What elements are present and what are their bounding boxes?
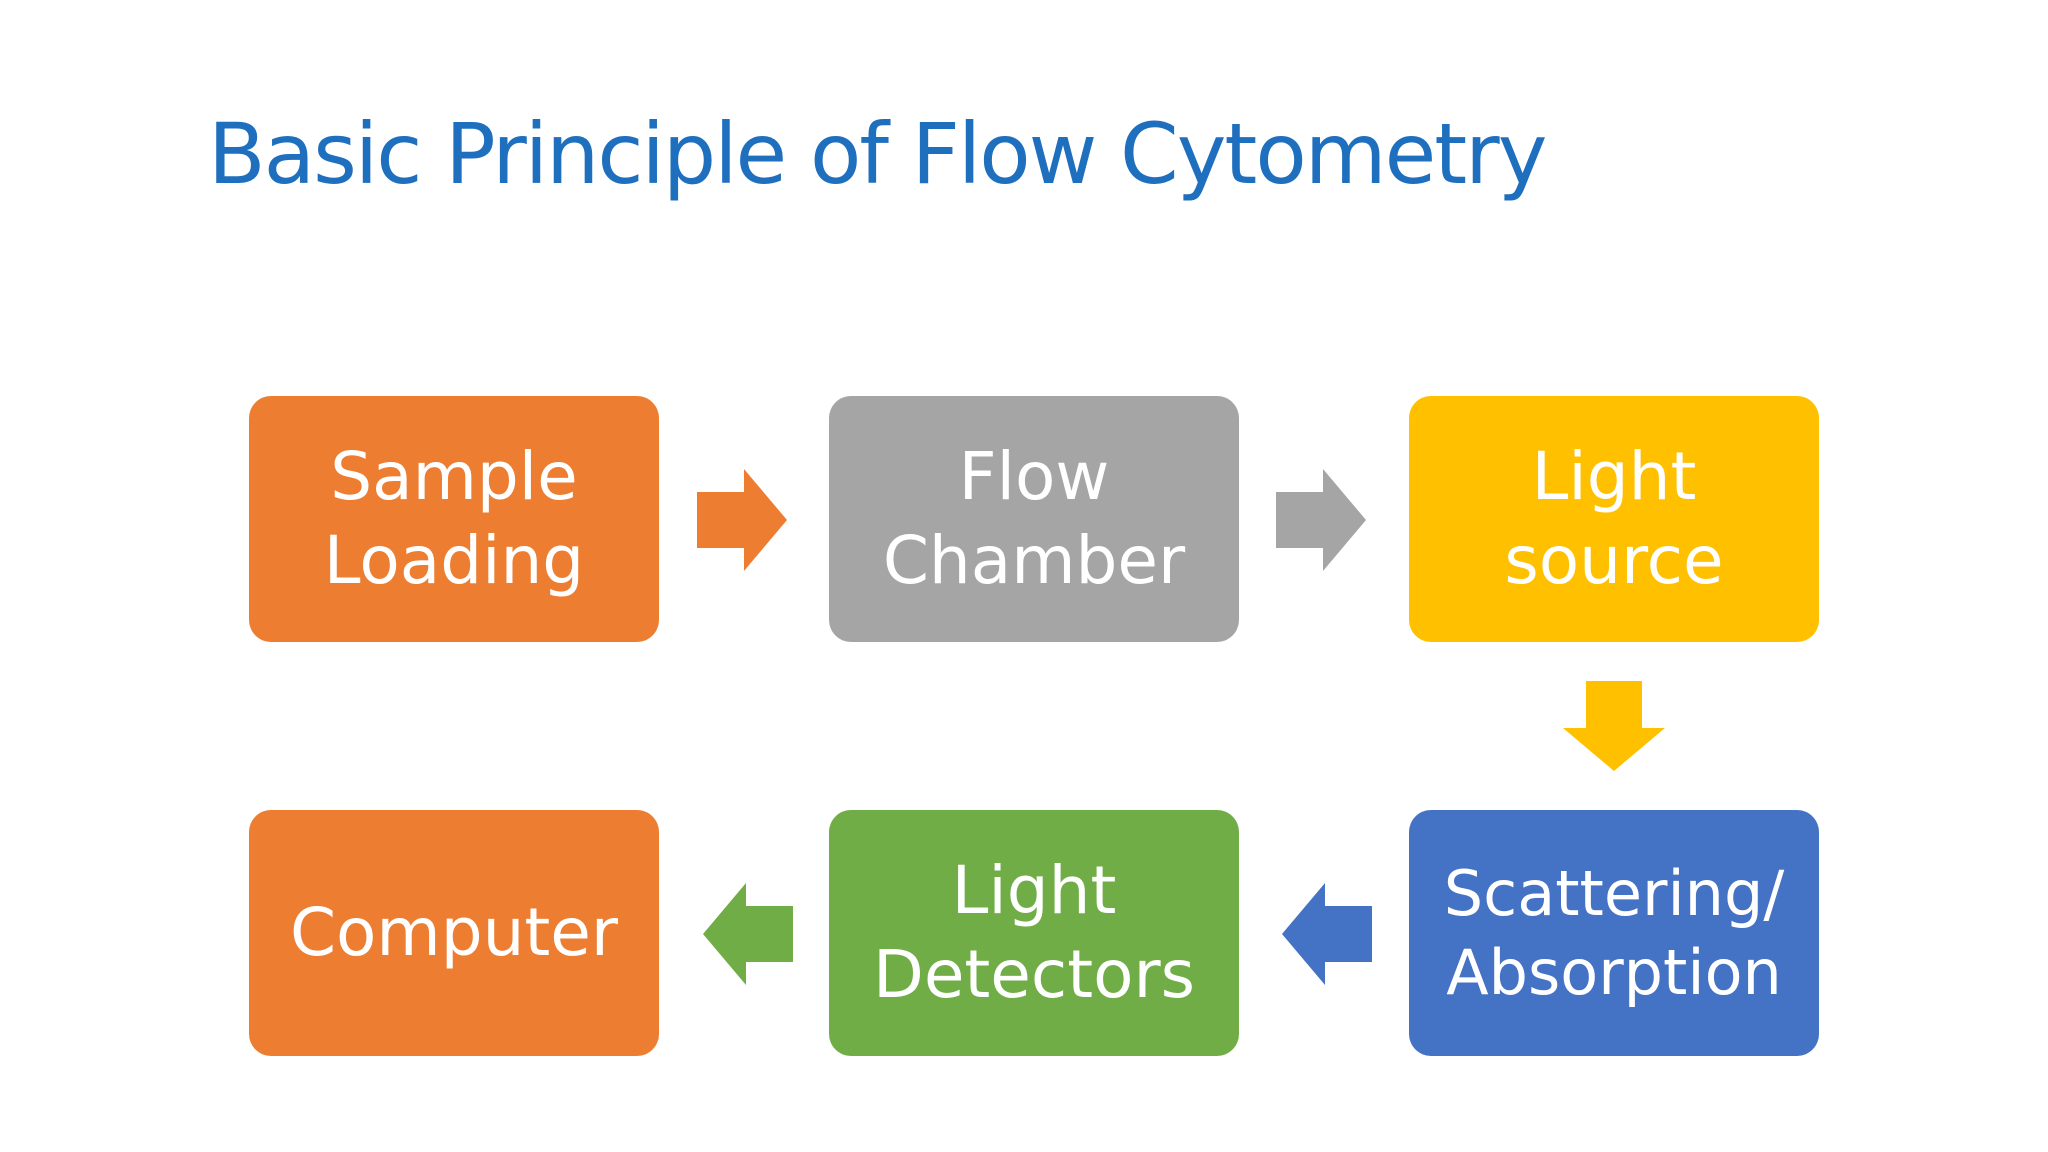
arrow-left-icon (1282, 883, 1372, 985)
step-label: Computer (289, 893, 619, 971)
arrow-down-icon (1563, 681, 1665, 771)
arrow-shape (1282, 883, 1372, 985)
step-box-flow-chamber: Flow Chamber (829, 396, 1239, 642)
step-box-scattering-absorption: Scattering/ Absorption (1409, 810, 1819, 1056)
arrow-left-icon (703, 883, 793, 985)
arrow-shape (1563, 681, 1665, 771)
step-label: Light source (1504, 437, 1724, 599)
step-label: Light Detectors (873, 851, 1195, 1013)
arrow-shape (697, 469, 787, 571)
step-label: Sample Loading (323, 437, 585, 599)
slide-title: Basic Principle of Flow Cytometry (208, 105, 1547, 203)
step-label: Flow Chamber (882, 437, 1186, 599)
step-box-sample-loading: Sample Loading (249, 396, 659, 642)
arrow-right-icon (697, 469, 787, 571)
step-box-light-detectors: Light Detectors (829, 810, 1239, 1056)
arrow-shape (1276, 469, 1366, 571)
arrow-right-icon (1276, 469, 1366, 571)
step-box-computer: Computer (249, 810, 659, 1056)
step-label: Scattering/ Absorption (1443, 856, 1785, 1009)
step-box-light-source: Light source (1409, 396, 1819, 642)
arrow-shape (703, 883, 793, 985)
